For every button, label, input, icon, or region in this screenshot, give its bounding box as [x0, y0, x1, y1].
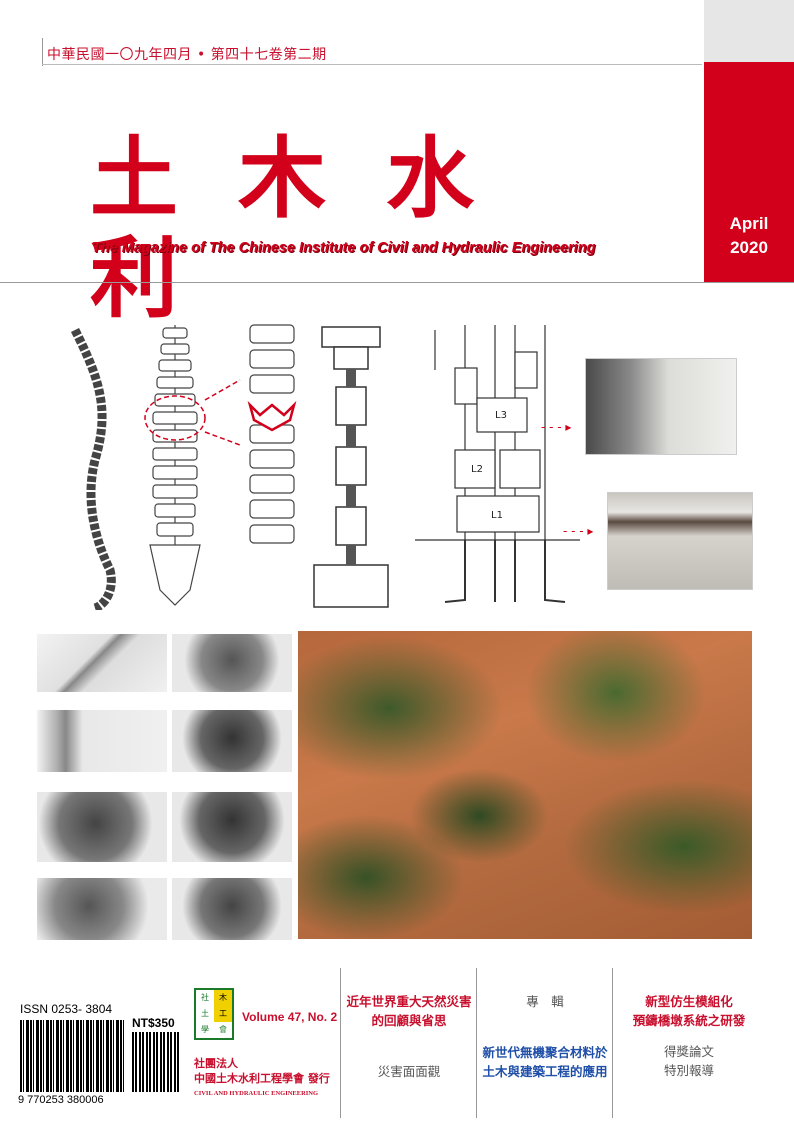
publisher-line: 社團法人 — [194, 1057, 238, 1070]
topic-special-issue: 專 輯 新世代無機聚合材料於 土木與建築工程的應用 — [478, 992, 612, 1081]
arrow-right-icon: - - - ▸ — [541, 420, 572, 434]
publisher-name: 社團法人 中國土木水利工程學會 發行 — [194, 1056, 330, 1086]
header-bottom-rule — [0, 282, 794, 283]
issn: ISSN 0253- 3804 — [20, 1002, 113, 1016]
barcode-addon — [132, 1032, 180, 1092]
aggregate-photo — [37, 878, 167, 940]
logo-char: 土 — [201, 1009, 209, 1018]
logo-char: 學 — [201, 1025, 209, 1034]
module-diagram: L3 L2 L1 — [415, 325, 580, 603]
module-label-l3: L3 — [495, 410, 507, 421]
column-divider — [340, 968, 341, 1118]
topic-bridge-pier: 新型仿生模組化 預鑄橋墩系統之研發 得獎論文 特別報導 — [614, 992, 764, 1080]
topic-category: 災害面面觀 — [377, 1064, 441, 1079]
magazine-title-cn: 土木水利 — [90, 126, 535, 330]
topic-line: 土木與建築工程的應用 — [482, 1064, 608, 1079]
magazine-title-en: The Magazine of The Chinese Institute of… — [92, 240, 596, 256]
column-divider — [612, 968, 613, 1118]
topic-category: 特別報導 — [663, 1063, 714, 1078]
barcode-number: 9 770253 380006 — [18, 1094, 104, 1106]
price: NT$350 — [132, 1016, 175, 1030]
topic-line: 新型仿生模組化 — [645, 994, 733, 1009]
aggregate-photo — [37, 792, 167, 862]
aggregate-photo — [37, 710, 167, 772]
topic-disasters: 近年世界重大天然災害 的回顧與省思 災害面面觀 — [342, 992, 476, 1081]
column-diagram — [313, 326, 389, 608]
module-photo-bottom — [607, 492, 753, 590]
logo-char: 會 — [219, 1025, 227, 1034]
logo-char: 社 — [201, 993, 209, 1002]
module-label-l1: L1 — [491, 510, 503, 521]
topic-line: 新世代無機聚合材料於 — [482, 1045, 608, 1060]
issue-year: 2020 — [730, 238, 768, 257]
module-label-l2: L2 — [471, 464, 483, 475]
topic-line: 近年世界重大天然災害 — [346, 994, 472, 1009]
corner-grey-block — [704, 0, 794, 62]
spine-illustration — [70, 324, 297, 610]
publication-line: 中華民國一〇九年四月 • 第四十七卷第二期 — [47, 47, 327, 63]
header-rule — [42, 64, 702, 65]
module-photo-top — [585, 358, 737, 455]
aggregate-photo — [172, 878, 292, 940]
topic-line: 預鑄橋墩系統之研發 — [632, 1013, 746, 1028]
date-tab — [704, 62, 794, 282]
volume-number: Volume 47, No. 2 — [242, 1010, 338, 1024]
logo-char: 工 — [214, 1006, 232, 1022]
topic-line: 的回顧與省思 — [371, 1013, 447, 1028]
aggregate-photo — [172, 634, 292, 692]
aggregate-photo — [172, 710, 292, 772]
publisher-line: 中國土木水利工程學會 發行 — [194, 1072, 330, 1085]
topic-category: 得獎論文 — [663, 1044, 714, 1059]
institute-logo: 社 木 土 工 學 會 — [194, 988, 234, 1040]
aggregate-photo — [37, 634, 167, 692]
corner-mark — [42, 38, 43, 66]
column-divider — [476, 968, 477, 1118]
logo-char: 木 — [214, 990, 232, 1006]
flood-aerial-photo — [298, 631, 752, 939]
publisher-name-en: CIVIL AND HYDRAULIC ENGINEERING — [194, 1090, 319, 1097]
issue-month: April — [729, 214, 769, 233]
topic-category: 專 輯 — [526, 994, 564, 1009]
arrow-right-icon: - - - ▸ — [563, 524, 594, 538]
aggregate-photo — [172, 792, 292, 862]
barcode — [20, 1020, 126, 1092]
